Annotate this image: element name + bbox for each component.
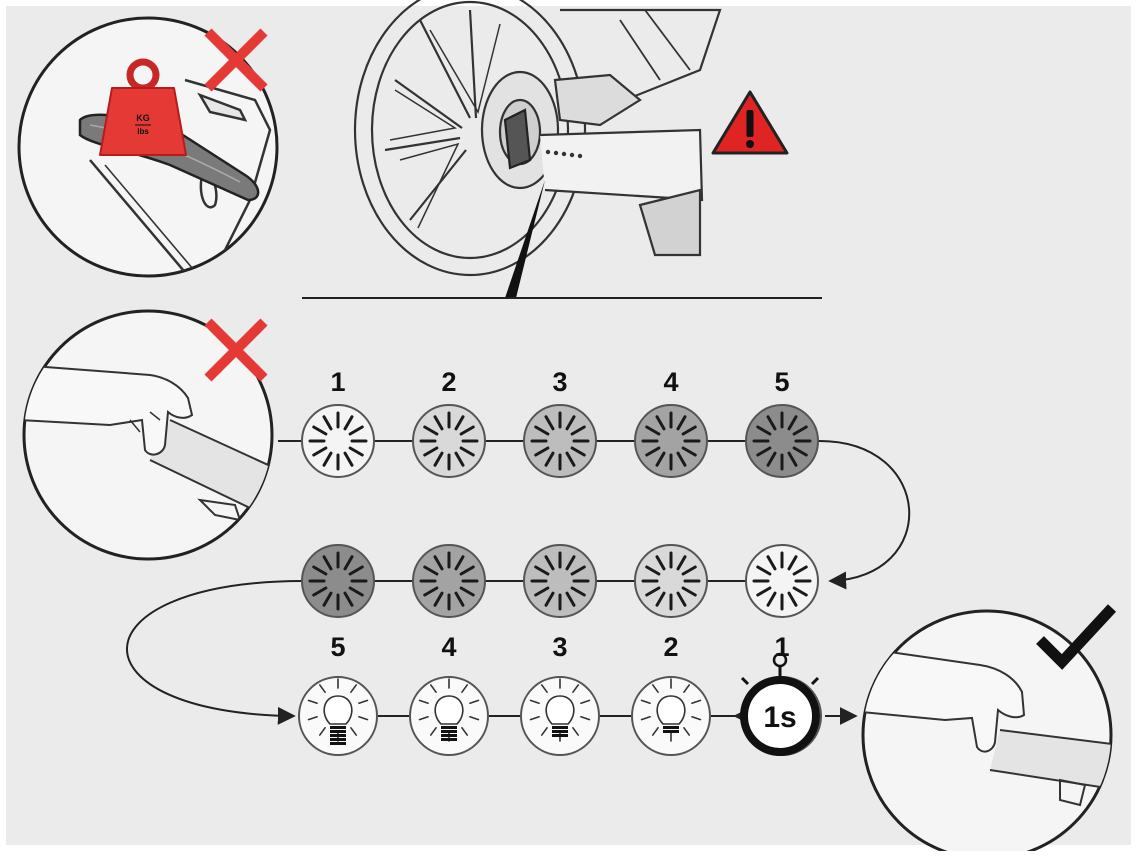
led-intensity-circle: [634, 544, 708, 618]
led-intensity-circle: [745, 404, 819, 478]
frame-seat: [184, 78, 272, 261]
fade-in-row: 1 2 3 4 5: [301, 367, 819, 478]
hand-fingers: [129, 411, 161, 433]
timer-label: 1s: [763, 701, 796, 734]
weight-unit-lbs: lbs: [137, 127, 149, 136]
led-intensity-circle: [412, 544, 486, 618]
light-bulb-icon: [520, 676, 600, 756]
prohibited-cross-icon: [204, 28, 268, 92]
countdown-number-label: 2: [663, 632, 678, 662]
lower-bracket: [638, 188, 702, 257]
light-bulb-icon: [409, 676, 489, 756]
prohibited-cross-icon: [204, 318, 268, 382]
countdown-number-label: 1: [774, 632, 789, 662]
led-intensity-circle: [523, 404, 597, 478]
frame-leg: [89, 159, 201, 276]
wheel-rim-outer: [353, 0, 587, 277]
frame-upper-tube: [560, 8, 722, 112]
weight-inset: KG lbs: [17, 16, 279, 278]
step-number-label: 5: [774, 367, 789, 397]
hand-shape: [863, 646, 1026, 753]
frame-bracket: [619, 9, 691, 81]
fade-out-row: [301, 544, 819, 618]
handle-tube: [149, 419, 272, 522]
countdown-number-label: 3: [552, 632, 567, 662]
led-intensity-circle: [412, 404, 486, 478]
step-number-label: 3: [552, 367, 567, 397]
wheel-hub-illustration: [353, 0, 722, 277]
timer-group: 1s: [740, 652, 820, 756]
hub-latch: [503, 108, 532, 170]
touch-inset-wrong: [22, 309, 274, 561]
countdown-number-label: 4: [441, 632, 456, 662]
led-intensity-circle: [301, 404, 375, 478]
led-intensity-circle: [523, 544, 597, 618]
warning-triangle-icon: [711, 90, 789, 155]
step-number-label: 1: [330, 367, 345, 397]
wheel-rim-inner: [370, 0, 570, 260]
hand-shape: [24, 363, 194, 456]
checkmark-icon: [1036, 604, 1117, 670]
axle-tube: [539, 128, 704, 202]
wheel-spokes: [384, 9, 478, 221]
touch-inset-correct: [861, 604, 1117, 856]
step-number-label: 4: [663, 367, 678, 397]
axle-housing: [553, 73, 642, 127]
light-bulb-icon: [298, 676, 378, 756]
frame-joint: [197, 92, 248, 122]
sequence-connectors: [126, 439, 911, 725]
handle-tube: [989, 729, 1111, 792]
step-number-label: 2: [441, 367, 456, 397]
indicator-pointer: [505, 180, 545, 298]
led-intensity-circle: [301, 544, 375, 618]
handle-clip: [1059, 778, 1087, 807]
countdown-number-label: 5: [330, 632, 345, 662]
led-indicator-dots: [545, 149, 583, 159]
light-bulb-icon: [631, 676, 711, 756]
weight-unit-kg: KG: [136, 113, 150, 123]
stopwatch-icon: [740, 652, 820, 756]
led-intensity-circle: [745, 544, 819, 618]
wheel-spoke-edges: [389, 23, 501, 229]
led-intensity-circle: [634, 404, 708, 478]
weight-icon: KG lbs: [99, 58, 187, 156]
